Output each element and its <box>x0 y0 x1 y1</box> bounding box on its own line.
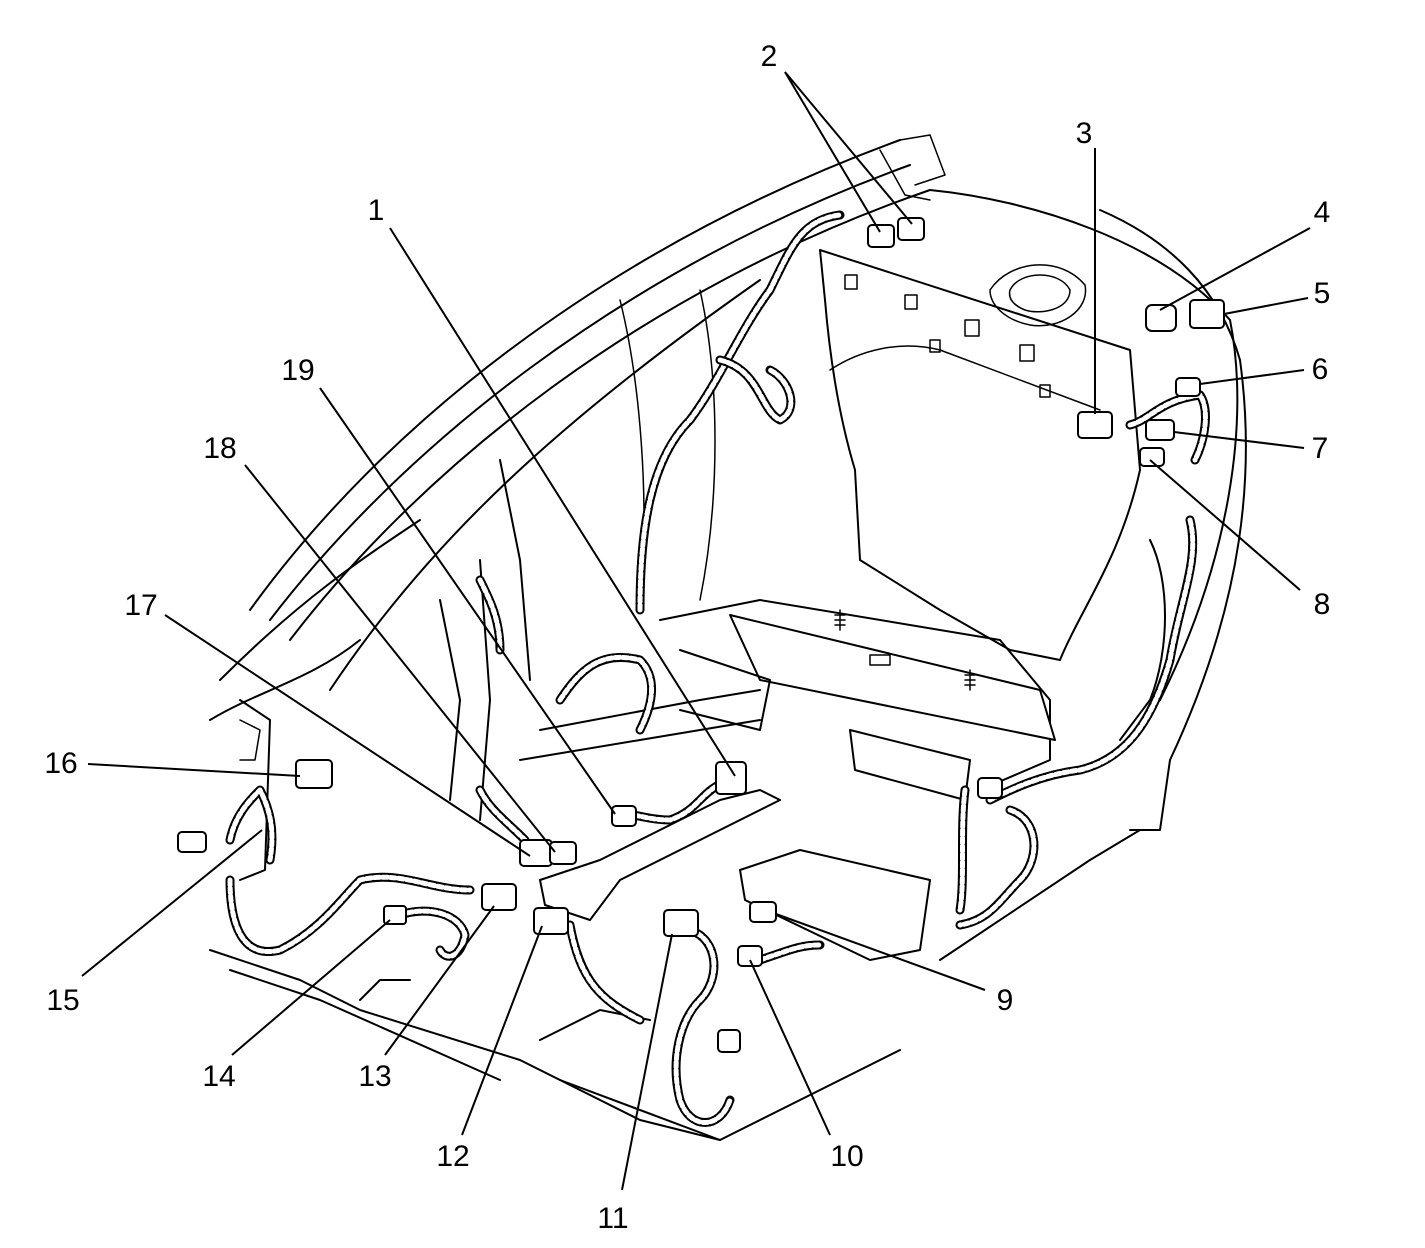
connector-6 <box>1175 377 1201 397</box>
connector-13 <box>481 883 517 911</box>
connector-7 <box>1145 419 1175 441</box>
leader-lines <box>81 71 1311 1191</box>
connector-3 <box>1077 411 1113 439</box>
connector-10 <box>737 945 763 967</box>
connector-16 <box>295 759 333 789</box>
callout-4: 4 <box>1314 196 1331 229</box>
vehicle-body <box>209 134 1247 1141</box>
connector-15 <box>177 831 207 853</box>
connector-18 <box>549 841 577 865</box>
callout-6: 6 <box>1312 353 1329 386</box>
callout-9: 9 <box>997 984 1014 1017</box>
connector-4 <box>1145 304 1177 332</box>
callout-14: 14 <box>202 1060 235 1093</box>
callout-8: 8 <box>1314 588 1331 621</box>
callout-10: 10 <box>830 1140 863 1173</box>
callout-7: 7 <box>1312 432 1329 465</box>
connector-5 <box>1189 299 1225 329</box>
connector-9 <box>749 901 777 923</box>
callout-13: 13 <box>358 1060 391 1093</box>
callout-17: 17 <box>124 589 157 622</box>
connector-11 <box>663 909 699 937</box>
callout-18: 18 <box>203 432 236 465</box>
callout-19: 19 <box>281 354 314 387</box>
connector-1 <box>715 761 747 795</box>
callout-12: 12 <box>436 1140 469 1173</box>
connector-9b <box>977 777 1003 799</box>
callout-15: 15 <box>46 984 79 1017</box>
callout-16: 16 <box>44 747 77 780</box>
connector-19 <box>611 805 637 827</box>
callout-1: 1 <box>368 194 385 227</box>
connector-8 <box>1139 447 1165 467</box>
connector-2b <box>897 217 925 241</box>
callout-labels: 1 2 3 4 5 6 7 8 9 10 11 12 13 14 15 16 1… <box>44 40 1330 1235</box>
connector-12 <box>533 907 569 935</box>
connector-2a <box>867 224 895 248</box>
connector-11b <box>717 1029 741 1053</box>
callout-5: 5 <box>1314 277 1331 310</box>
connectors <box>177 217 1225 1053</box>
callout-2: 2 <box>761 40 778 73</box>
callout-3: 3 <box>1076 117 1093 150</box>
callout-11: 11 <box>597 1202 628 1235</box>
